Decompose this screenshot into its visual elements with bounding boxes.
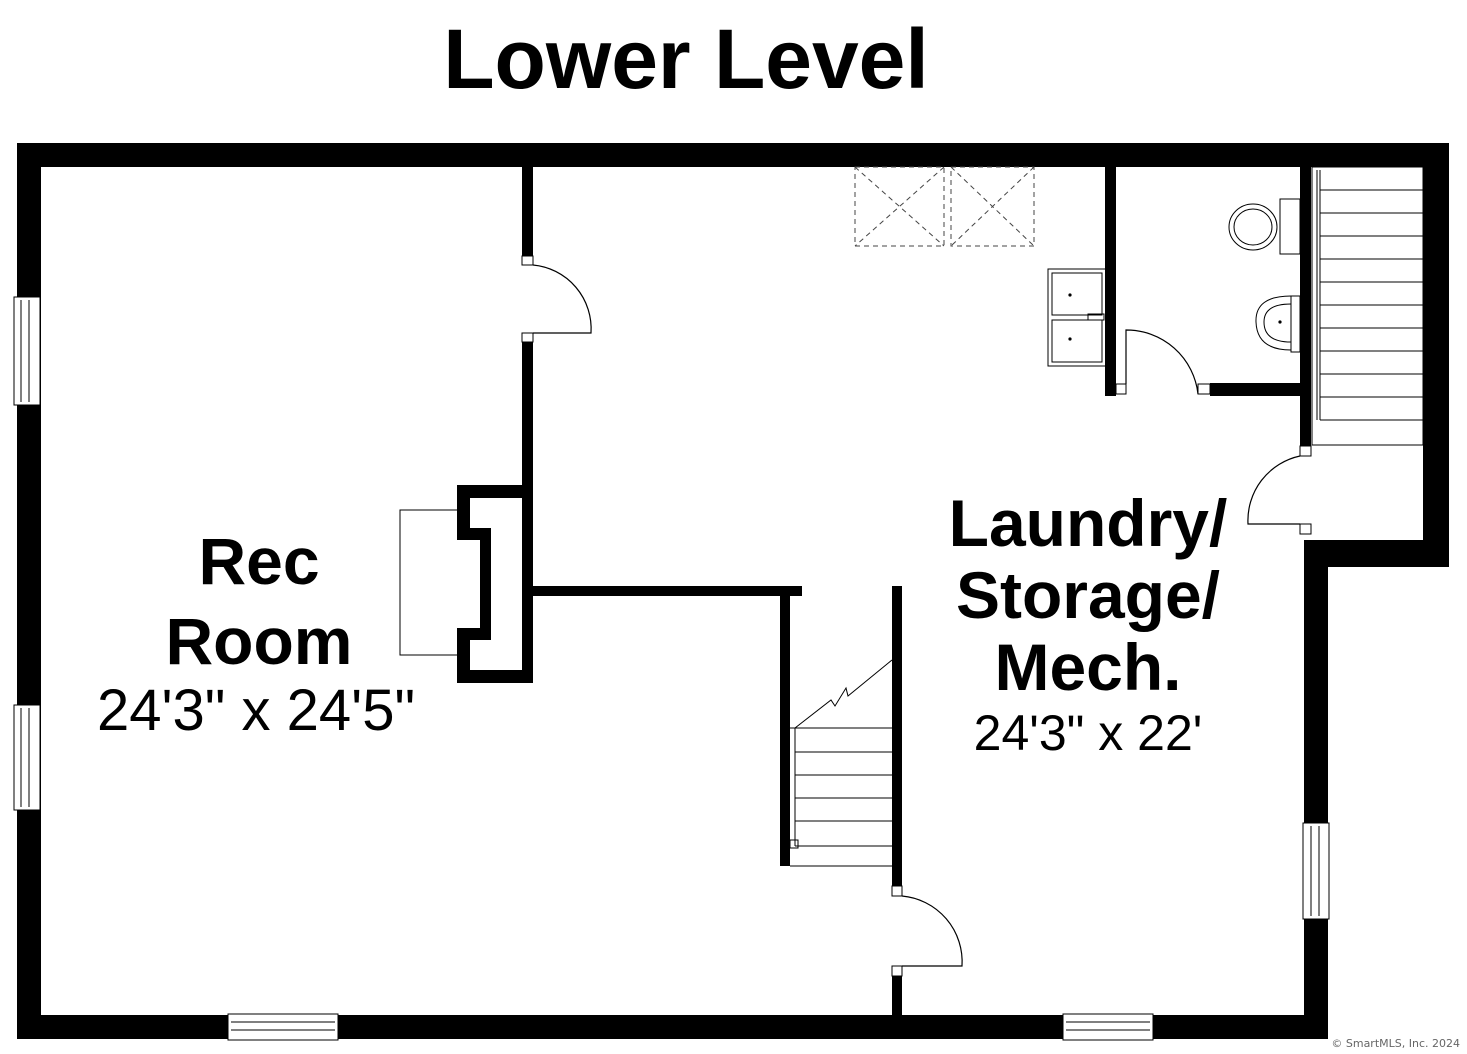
room-label-rec-room: Rec Room 24'3" x 24'5" — [97, 524, 415, 743]
window-bottom-right — [1062, 1013, 1154, 1041]
windows — [13, 296, 1330, 1041]
toilet — [1228, 198, 1301, 255]
room-dimensions: 24'3" x 22' — [974, 705, 1203, 761]
interior-walls — [522, 163, 1311, 1019]
door-bathroom — [1125, 329, 1199, 395]
doors — [521, 255, 1312, 977]
bathroom-sink — [1255, 295, 1301, 353]
plan-title: Lower Level — [443, 12, 929, 106]
exterior-walls — [17, 143, 1449, 1039]
room-name-line: Room — [166, 604, 353, 678]
staircase-center — [789, 659, 893, 867]
room-dimensions: 24'3" x 24'5" — [97, 678, 415, 743]
laundry-sink — [1047, 268, 1107, 367]
room-name-line: Mech. — [994, 630, 1181, 704]
door-lower-stair — [901, 895, 963, 967]
door-rec-room — [532, 264, 592, 334]
room-label-laundry: Laundry/ Storage/ Mech. 24'3" x 22' — [949, 486, 1228, 761]
fireplace — [399, 485, 533, 683]
staircase-right — [1311, 166, 1424, 446]
window-left-upper — [13, 296, 41, 406]
window-left-lower — [13, 704, 41, 811]
room-name-line: Storage/ — [956, 558, 1220, 632]
room-name-line: Laundry/ — [949, 486, 1228, 560]
window-right — [1302, 822, 1330, 920]
mechanical-units — [854, 166, 1035, 247]
room-name-line: Rec — [198, 524, 319, 598]
window-bottom-left — [227, 1013, 339, 1041]
door-stair-up — [1247, 455, 1301, 525]
copyright-text: © SmartMLS, Inc. 2024 — [1331, 1037, 1460, 1050]
